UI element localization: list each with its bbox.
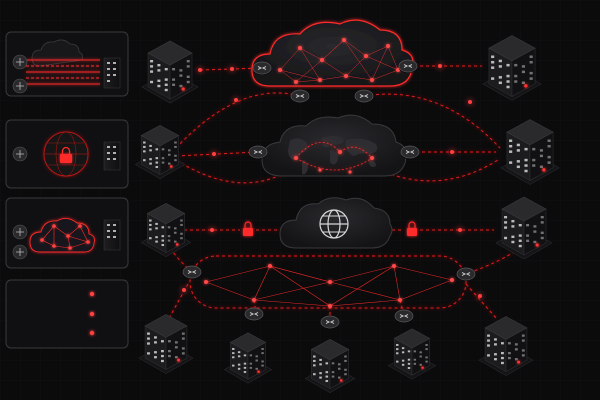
router-icon <box>12 244 28 260</box>
cloud-globe <box>279 197 393 249</box>
globe-icon <box>319 209 349 239</box>
buildings <box>134 35 560 393</box>
link-left2-to-router <box>175 92 301 149</box>
building-icon <box>103 141 121 171</box>
world-map-routes <box>295 142 373 171</box>
building-icon <box>223 332 273 384</box>
router-icon <box>398 59 418 73</box>
building-icon <box>103 57 121 89</box>
router-icon <box>12 78 28 94</box>
link-mesh-to-bottom2 <box>253 299 257 315</box>
router-icon <box>252 61 272 75</box>
building-icon <box>387 328 437 380</box>
link-left2-to-cloud2 <box>175 151 259 157</box>
building-icon <box>141 40 199 104</box>
router-icon <box>320 315 340 329</box>
cloud-mesh-nodes <box>278 38 400 84</box>
building-icon <box>103 219 121 251</box>
panel-link-lines <box>26 59 100 85</box>
router-icon <box>394 309 414 323</box>
panel-direct-links <box>5 31 129 97</box>
link-mesh-to-bottom5 <box>465 283 497 319</box>
mesh-ring <box>189 255 467 309</box>
router-icon <box>182 265 202 279</box>
lock-icon <box>243 221 253 236</box>
router-icon <box>12 54 28 70</box>
building-icon <box>495 196 553 260</box>
panel-mesh-lines <box>41 225 89 249</box>
router-icon <box>354 89 374 103</box>
cloud-icon <box>29 218 95 253</box>
cloud-mesh-top <box>251 19 414 87</box>
lock-icon <box>407 221 417 236</box>
world-map-continents <box>288 136 378 175</box>
world-map-nodes <box>294 150 374 174</box>
panel-encrypted-globe <box>5 119 129 189</box>
panel-cloud-mesh <box>5 197 129 269</box>
router-icon <box>12 146 28 162</box>
building-icon <box>478 316 534 376</box>
router-icon <box>400 145 420 159</box>
link-glow-dots <box>182 64 482 298</box>
router-icon <box>244 307 264 321</box>
router-icon <box>12 224 28 240</box>
cloud-mesh-lines <box>279 39 399 83</box>
cloud-icon <box>279 197 393 249</box>
lock-icon <box>60 146 72 163</box>
panel-cloud-icon <box>31 39 83 67</box>
building-icon <box>140 203 192 257</box>
building-icon <box>138 314 194 374</box>
link-router-to-right2 <box>363 93 501 149</box>
router-icon <box>248 145 268 159</box>
legend-panels <box>5 31 129 349</box>
building-icon <box>482 35 542 101</box>
routers <box>182 59 476 329</box>
building-icon <box>134 125 186 179</box>
building-icon <box>304 339 356 393</box>
panel-mesh-nodes <box>40 224 90 250</box>
panel-line-styles <box>5 279 129 349</box>
router-icon <box>290 89 310 103</box>
building-icon <box>500 119 560 185</box>
mesh-ring-nodes <box>204 264 454 308</box>
router-icon <box>456 267 476 281</box>
